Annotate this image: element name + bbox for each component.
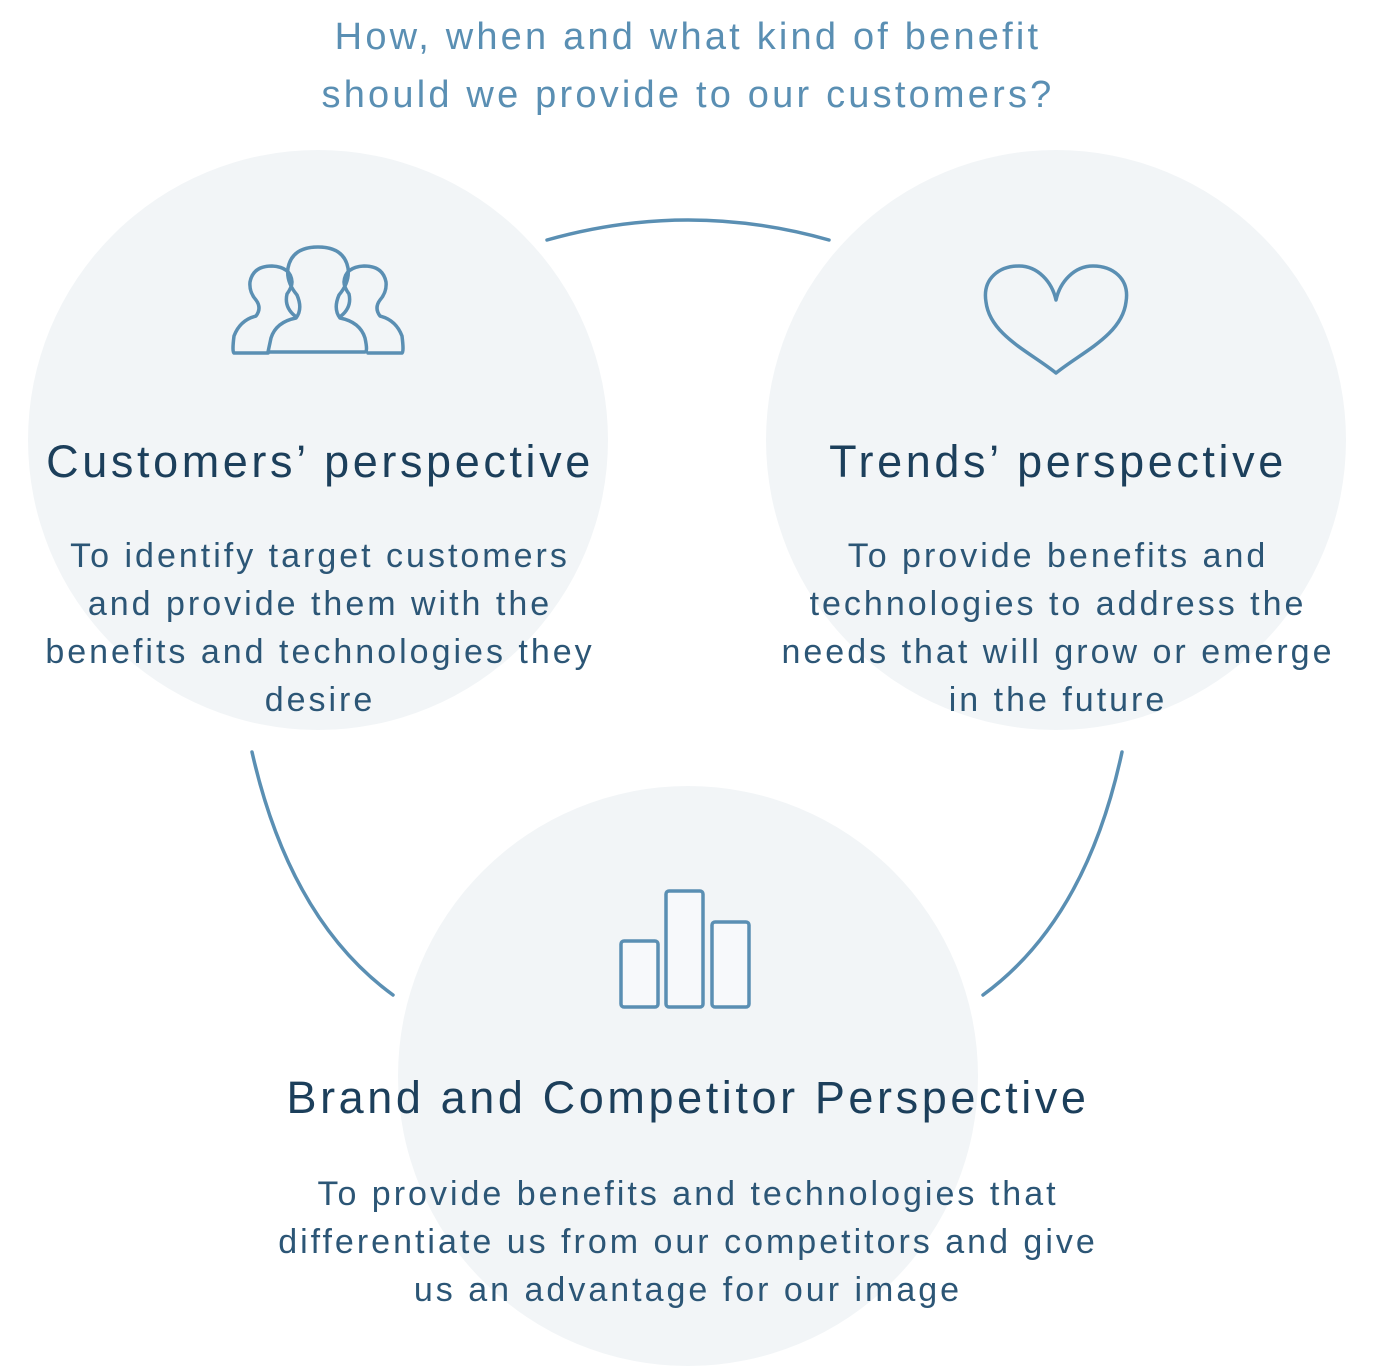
trends-circle: [766, 150, 1346, 730]
bar-chart-icon-bar-2: [664, 889, 705, 1009]
description-line: desire: [264, 681, 376, 719]
question-title: How, when and what kind of benefit shoul…: [0, 8, 1376, 124]
brand-perspective-heading: Brand and Competitor Perspective: [286, 1072, 1090, 1123]
question-line: How, when and what kind of benefit: [334, 16, 1042, 58]
trends-perspective-description: To provide benefits and technologies to …: [740, 532, 1376, 724]
connector-arc-right: [981, 750, 1124, 997]
question-line: should we provide to our customers?: [321, 74, 1055, 116]
description-line: To provide benefits and: [847, 537, 1269, 575]
description-line: To identify target customers: [70, 537, 570, 575]
customers-perspective-description: To identify target customers and provide…: [0, 532, 640, 724]
description-line: technologies to address the: [809, 585, 1307, 623]
description-line: To provide benefits and technologies tha…: [317, 1175, 1059, 1213]
bar-chart-icon-bar-1: [619, 939, 660, 1009]
description-line: in the future: [948, 681, 1168, 719]
heart-icon: [983, 264, 1129, 375]
description-line: us an advantage for our image: [413, 1271, 963, 1309]
customers-circle: [28, 150, 608, 730]
bar-chart-icon-bar-3: [710, 920, 751, 1009]
brand-perspective-description: To provide benefits and technologies tha…: [0, 1170, 1376, 1314]
description-line: differentiate us from our competitors an…: [278, 1223, 1098, 1261]
connector-arc-left: [250, 750, 395, 997]
description-line: and provide them with the: [87, 585, 553, 623]
bar-chart-icon: [619, 889, 751, 1009]
connector-arc-top: [545, 218, 831, 242]
description-line: needs that will grow or emerge: [781, 633, 1335, 671]
description-line: benefits and technologies they: [45, 633, 595, 671]
trends-perspective-heading: Trends’ perspective: [829, 436, 1287, 487]
brand-circle: [398, 786, 978, 1366]
customers-perspective-heading: Customers’ perspective: [46, 436, 594, 487]
people-icon: [231, 245, 405, 355]
